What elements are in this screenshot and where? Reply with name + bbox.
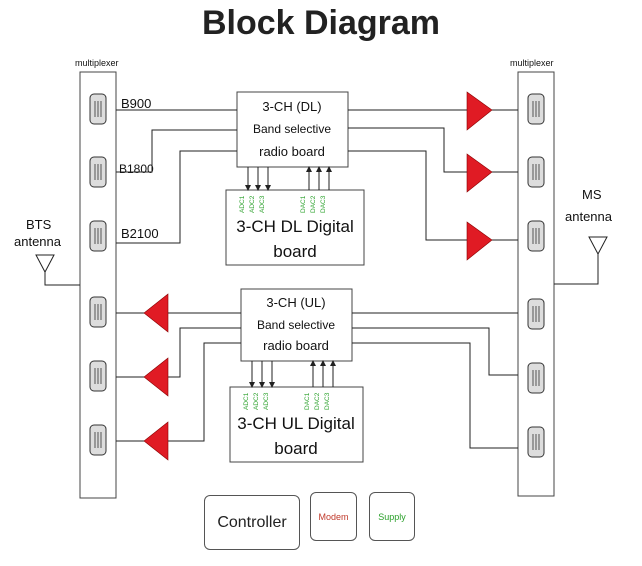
modem-box: Modem <box>310 492 357 541</box>
ms-label-line1: MS <box>582 187 602 202</box>
ul-digital-line2: board <box>274 439 317 458</box>
dl-dac-label: DAC1 <box>300 195 307 213</box>
dl-adc-label: ADC2 <box>249 195 256 213</box>
dl-out-3 <box>348 150 470 241</box>
band-b1800: B1800 <box>119 162 154 176</box>
ms-antenna-icon <box>588 236 608 256</box>
dl-wire-b2100 <box>116 150 237 244</box>
dl-adc-label: ADC3 <box>259 195 266 213</box>
controller-box: Controller <box>204 495 300 550</box>
ul-amplifier-icon <box>143 293 169 333</box>
dl-amplifier-icon <box>466 221 493 261</box>
left-filters <box>89 93 107 456</box>
ul-adc-label: ADC3 <box>263 392 270 410</box>
ul-digital-line1: 3-CH UL Digital <box>237 414 354 433</box>
dl-radio-line3: radio board <box>259 144 325 159</box>
bts-feed <box>44 272 80 286</box>
dl-amplifier-icon <box>466 153 493 193</box>
ms-label-line2: antenna <box>565 209 613 224</box>
ul-dac-label: DAC2 <box>314 392 321 410</box>
modem-label: Modem <box>318 511 349 522</box>
dl-amplifier-icon <box>466 91 493 131</box>
right-multiplexer <box>517 71 555 497</box>
ul-in-3 <box>352 342 518 449</box>
ul-radio-line3: radio board <box>263 338 329 353</box>
ul-in-2 <box>352 327 518 376</box>
ul-radio-board <box>240 288 353 362</box>
ul-amplifier-icon <box>143 421 169 461</box>
dl-radio-line2: Band selective <box>253 122 331 136</box>
supply-label: Supply <box>378 511 406 522</box>
ul-radio-line1: 3-CH (UL) <box>266 295 325 310</box>
ul-digital-board <box>229 386 364 463</box>
dl-radio-board <box>236 91 349 168</box>
band-b900: B900 <box>121 96 151 111</box>
ul-adc-label: ADC1 <box>243 392 250 410</box>
ul-adc-label: ADC2 <box>253 392 260 410</box>
dl-digital-board <box>225 189 365 266</box>
ul-radio-line2: Band selective <box>257 318 335 332</box>
ul-amplifier-icon <box>143 357 169 397</box>
ms-feed <box>554 254 599 285</box>
bts-antenna-icon <box>35 254 55 274</box>
dl-dac-label: DAC2 <box>310 195 317 213</box>
ul-out-2 <box>168 327 241 378</box>
dl-wire-b1800 <box>116 129 237 173</box>
page-title: Block Diagram <box>201 4 441 42</box>
supply-box: Supply <box>369 492 415 541</box>
controller-label: Controller <box>217 513 287 531</box>
dl-out-2 <box>348 127 470 173</box>
dl-adc-label: ADC1 <box>239 195 246 213</box>
bts-label-line2: antenna <box>14 234 62 249</box>
bts-label-line1: BTS <box>26 217 52 232</box>
dl-radio-line1: 3-CH (DL) <box>262 99 321 114</box>
dl-digital-line1: 3-CH DL Digital <box>236 217 353 236</box>
ul-dac-label: DAC1 <box>304 392 311 410</box>
dl-digital-line2: board <box>273 242 316 261</box>
dl-dac-label: DAC3 <box>320 195 327 213</box>
band-b2100: B2100 <box>121 226 159 241</box>
ul-out-3 <box>168 342 241 442</box>
ul-dac-label: DAC3 <box>324 392 331 410</box>
right-mux-label: multiplexer <box>510 58 554 68</box>
left-mux-label: multiplexer <box>75 58 119 68</box>
